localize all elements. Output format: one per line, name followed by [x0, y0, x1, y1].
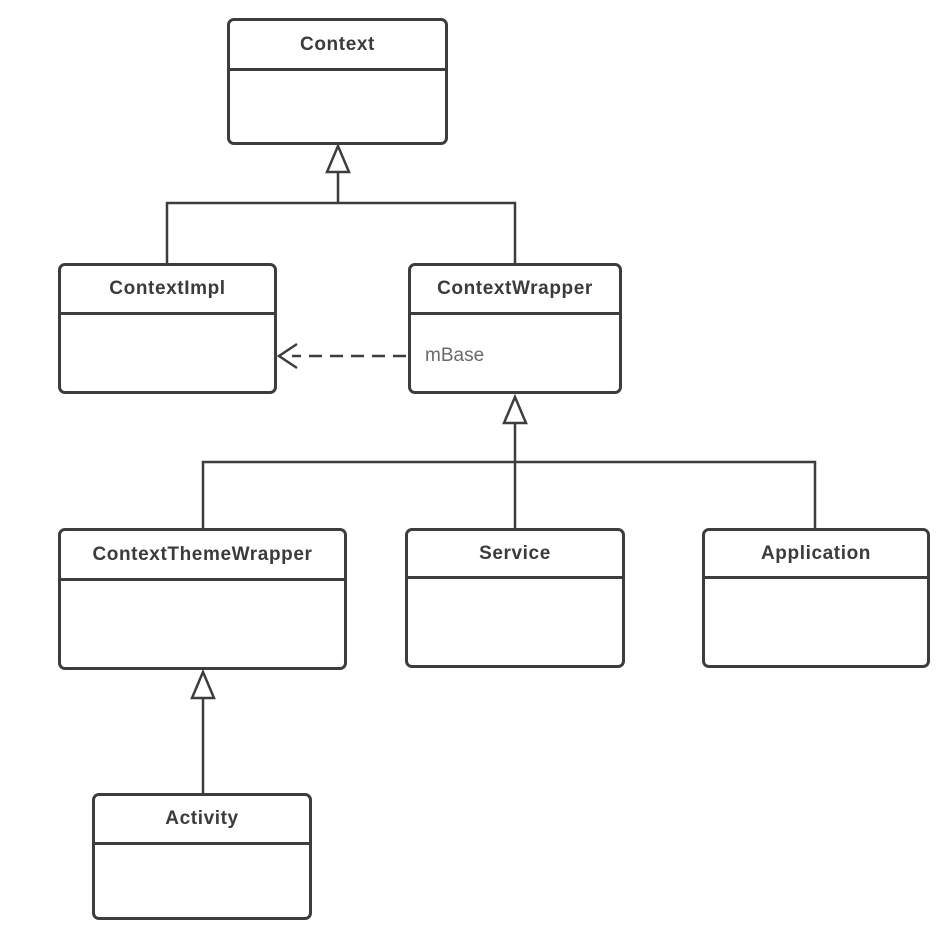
class-box-application: Application — [702, 528, 930, 668]
class-title: ContextWrapper — [411, 266, 619, 315]
class-box-service: Service — [405, 528, 625, 668]
class-title: Application — [705, 531, 927, 579]
class-attributes — [408, 579, 622, 665]
class-attributes — [705, 579, 927, 665]
dependency-mbase-to-contextimpl — [276, 342, 406, 370]
class-attributes — [95, 845, 309, 917]
class-title: Service — [408, 531, 622, 579]
class-attributes — [61, 315, 274, 391]
class-box-contextimpl: ContextImpl — [58, 263, 277, 394]
class-title: ContextImpl — [61, 266, 274, 315]
generalization-to-contextthemewrapper — [190, 668, 216, 793]
generalization-to-context — [165, 142, 517, 264]
generalization-to-contextwrapper — [201, 393, 817, 528]
class-title: Activity — [95, 796, 309, 845]
class-title: Context — [230, 21, 445, 71]
class-attributes — [61, 581, 344, 667]
class-box-contextthemewrapper: ContextThemeWrapper — [58, 528, 347, 670]
class-attributes — [230, 71, 445, 142]
class-box-contextwrapper: ContextWrapper mBase — [408, 263, 622, 394]
class-title: ContextThemeWrapper — [61, 531, 344, 581]
class-box-activity: Activity — [92, 793, 312, 920]
class-attributes: mBase — [425, 345, 485, 366]
class-box-context: Context — [227, 18, 448, 145]
